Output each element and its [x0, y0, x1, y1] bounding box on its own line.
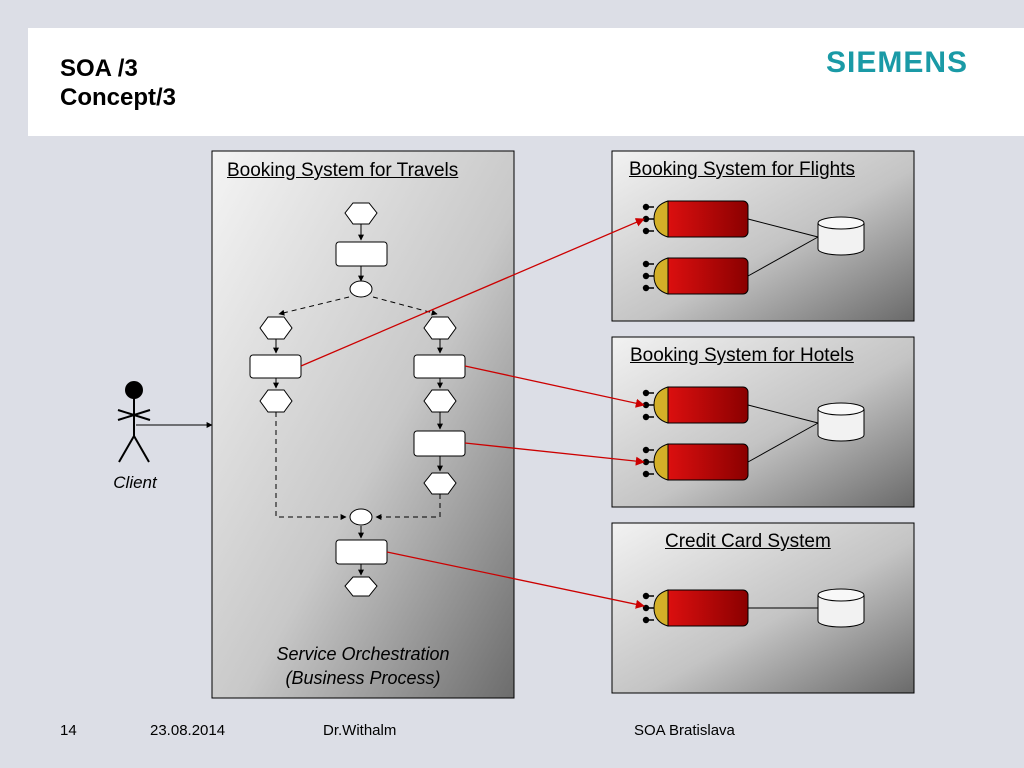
- book-flight-step-node: [249, 354, 302, 379]
- flight-done-event-node: [259, 389, 293, 413]
- flights-database-icon: [817, 216, 865, 256]
- book-hotel-2-step-node: [413, 430, 466, 457]
- payment-step-node: [335, 539, 388, 565]
- hotel-service-1: [642, 386, 749, 424]
- join-gateway-node: [349, 508, 373, 526]
- book-hotel-step-node: [413, 354, 466, 379]
- title-line-1: SOA /3: [60, 55, 138, 82]
- process-branch-arrows: [275, 296, 441, 520]
- title-line-2: Concept/3: [60, 84, 177, 111]
- slide-title: SOA /3 Concept/3: [60, 54, 176, 112]
- credit-card-database-icon: [817, 588, 865, 628]
- footer-page-number: 14: [60, 722, 77, 739]
- footer-author: Dr.Withalm: [323, 722, 397, 739]
- flights-box-title: Booking System for Flights: [629, 159, 855, 180]
- database-links: [747, 218, 819, 609]
- process-step-node: [335, 241, 388, 267]
- slide-header: [28, 28, 1024, 136]
- start-event-node: [344, 202, 378, 225]
- siemens-logo: SIEMENS: [826, 46, 969, 79]
- hotel-done-event-node: [423, 389, 457, 413]
- hotel-2-done-event-node: [423, 472, 457, 495]
- flight-service-1: [642, 200, 749, 238]
- flight-branch-event-node: [259, 316, 293, 340]
- process-flow-arrows: [273, 224, 443, 576]
- client-actor-icon: [117, 381, 151, 463]
- credit-card-service: [642, 589, 749, 627]
- split-gateway-node: [349, 280, 373, 298]
- orchestration-box: [211, 150, 515, 699]
- orchestration-box-title: Booking System for Travels: [227, 160, 459, 181]
- orchestration-caption-line-2: (Business Process): [285, 668, 441, 688]
- hotel-service-2: [642, 443, 749, 481]
- credit-card-box-title: Credit Card System: [665, 531, 831, 552]
- hotels-box-title: Booking System for Hotels: [630, 345, 854, 366]
- orchestration-caption-line-1: Service Orchestration: [276, 644, 450, 664]
- footer-event: SOA Bratislava: [634, 722, 735, 739]
- hotels-database-icon: [817, 402, 865, 442]
- flight-service-2: [642, 257, 749, 295]
- service-invocation-arrows: [300, 218, 645, 609]
- client-label: Client: [113, 473, 157, 492]
- footer-date: 23.08.2014: [150, 722, 226, 739]
- end-event-node: [344, 576, 378, 597]
- hotel-branch-event-node: [423, 316, 457, 340]
